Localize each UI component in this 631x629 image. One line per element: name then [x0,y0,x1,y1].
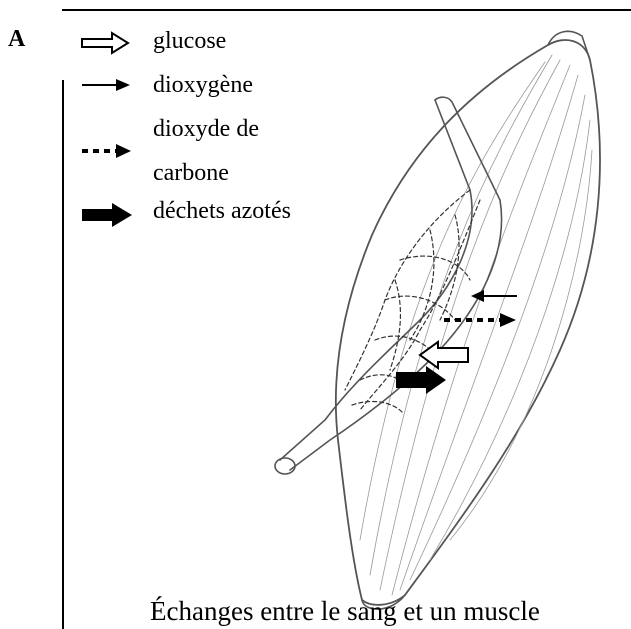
thick-arrow-icon [78,200,136,230]
muscle-fibers [360,55,592,595]
top-tendon [548,31,590,60]
dotted-arrow-icon [78,136,136,166]
legend-label-glucose: glucose [153,26,226,56]
frame-top-border [62,9,631,11]
muscle-diagram [250,20,631,610]
thin-arrow-icon [78,70,136,100]
hollow-arrow-icon [78,28,136,58]
legend-label-co2-line2: carbone [153,158,229,188]
vessel-opening [275,458,295,474]
legend-label-oxygen: dioxygène [153,70,253,100]
legend-label-co2-line1: dioxyde de [153,114,259,144]
panel-label: A [8,26,25,53]
waste-exchange-arrow [396,366,446,394]
figure-caption: Échanges entre le sang et un muscle [150,596,540,626]
blood-vessel-inner [280,100,472,460]
frame-left-border [62,80,64,629]
muscle-illustration [275,31,600,609]
exchange-arrows [396,290,517,394]
oxygen-exchange-arrow [471,290,517,302]
